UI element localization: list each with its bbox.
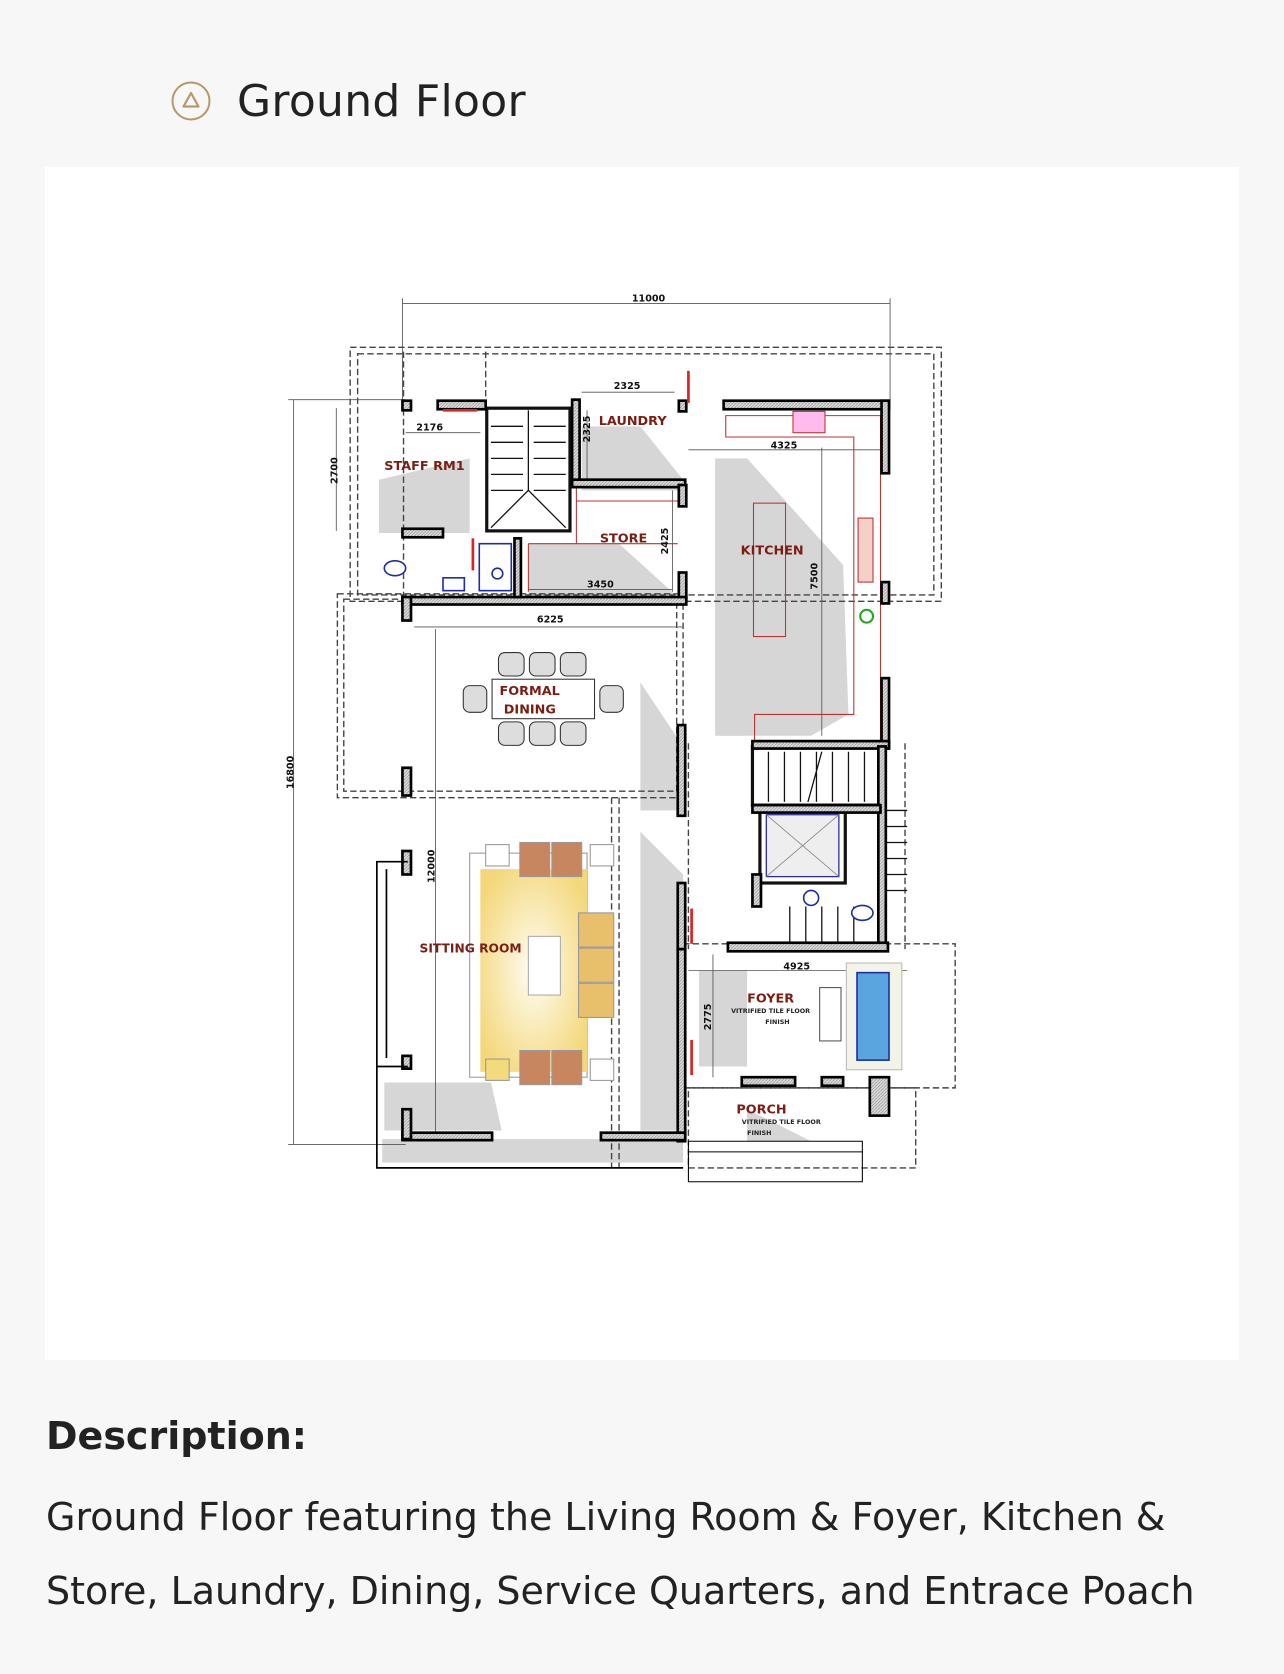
bay-window xyxy=(375,860,684,1169)
dim-kitchen-width: 4325 xyxy=(771,441,798,452)
dim-store-width: 3450 xyxy=(587,579,614,590)
dim-living-depth: 12000 xyxy=(426,849,437,883)
dim-laundry-width: 2325 xyxy=(614,381,641,392)
dim-kitchen-depth: 7500 xyxy=(810,563,821,590)
dimension-lines xyxy=(288,298,908,1145)
label-foyer: FOYER xyxy=(747,992,794,1007)
triangle-circle-icon xyxy=(171,81,211,121)
label-store: STORE xyxy=(600,532,647,547)
label-porch: PORCH xyxy=(736,1102,786,1117)
sitting-room-furniture xyxy=(469,841,615,1086)
dim-foyer-width: 4925 xyxy=(783,961,810,972)
dim-laundry-depth: 2325 xyxy=(582,416,593,443)
label-laundry: LAUNDRY xyxy=(599,414,668,429)
floor-shadows xyxy=(378,426,849,1163)
floor-plan-drawing: STAFF RM1 LAUNDRY STORE KITCHEN FORMAL D… xyxy=(286,293,956,1183)
label-kitchen: KITCHEN xyxy=(741,543,804,558)
room-labels: STAFF RM1 LAUNDRY STORE KITCHEN FORMAL D… xyxy=(384,414,821,1137)
kitchen-counters xyxy=(527,410,882,742)
dim-store-depth: 2425 xyxy=(660,528,671,555)
foyer-sofa xyxy=(819,962,903,1071)
floor-plan-image: STAFF RM1 LAUNDRY STORE KITCHEN FORMAL D… xyxy=(45,167,1239,1360)
lift xyxy=(758,808,847,885)
description-label: Description: xyxy=(46,1414,307,1458)
dim-overall-width: 11000 xyxy=(632,293,666,304)
label-sitting-room: SITTING ROOM xyxy=(420,941,522,955)
dim-foyer-depth: 2775 xyxy=(703,1004,714,1031)
sink-icon xyxy=(859,608,875,624)
bathroom-fixtures xyxy=(383,542,874,922)
dim-overall-depth: 16800 xyxy=(286,755,297,789)
dimension-labels: 11000 16800 2700 2176 2325 2325 4325 242… xyxy=(286,293,821,1030)
porch-finish-note-2: FINISH xyxy=(747,1129,771,1137)
dining-set xyxy=(462,651,624,746)
dim-staff-width: 2176 xyxy=(416,423,443,434)
dim-staff-depth: 2700 xyxy=(329,457,340,484)
section-header: Ground Floor xyxy=(171,74,526,128)
label-formal-dining-2: DINING xyxy=(504,702,556,717)
foyer-finish-note: VITRIFIED TILE FLOOR xyxy=(731,1007,810,1015)
porch-steps xyxy=(687,1140,863,1183)
description-text: Ground Floor featuring the Living Room &… xyxy=(46,1495,1195,1613)
doors xyxy=(443,370,693,1076)
dim-dining-width: 6225 xyxy=(537,615,564,626)
porch-finish-note: VITRIFIED TILE FLOOR xyxy=(742,1118,821,1126)
staircase-service xyxy=(485,406,572,533)
label-formal-dining: FORMAL xyxy=(500,684,560,699)
label-staff-room: STAFF RM1 xyxy=(384,459,464,474)
foyer-finish-note-2: FINISH xyxy=(765,1018,789,1026)
page-title: Ground Floor xyxy=(237,75,526,127)
walls xyxy=(401,398,891,1143)
